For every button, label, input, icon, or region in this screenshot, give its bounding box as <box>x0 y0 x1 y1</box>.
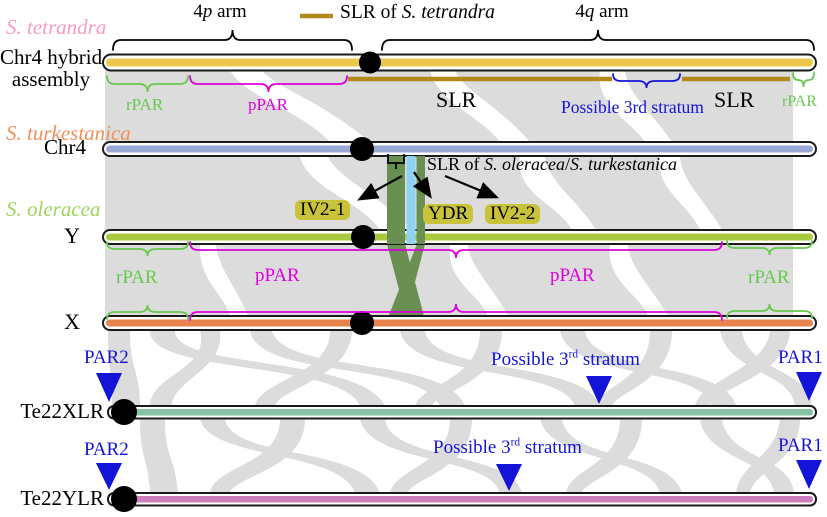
centromere-chr4-hybrid <box>359 51 381 74</box>
stratum-text-suffix: stratum <box>578 349 640 370</box>
inversion-label-iv2-2: IV2-2 <box>485 204 541 224</box>
arm-4q-letter: q <box>584 1 595 22</box>
region-label-3rd-stratum-row1: Possible 3rd stratum <box>561 97 704 117</box>
ribbons-te22xlr-to-te22ylr <box>140 419 800 493</box>
marker-par2-te22ylr <box>96 463 122 490</box>
inversion-label-ydr: YDR <box>423 204 474 224</box>
arrow-to-iv2-1 <box>357 175 403 201</box>
centromere-te22xlr <box>111 399 137 425</box>
chromosome-label-te22ylr: Te22YLR <box>20 486 104 510</box>
stratum-text-base: Possible 3 <box>491 349 569 370</box>
chr4-hybrid-line1: Chr4 hybrid <box>0 45 103 69</box>
region-label-par2-te22ylr: PAR2 <box>84 439 129 460</box>
centromere-y <box>351 225 375 249</box>
marker-par1-te22xlr <box>796 372 822 401</box>
stratum-text-suffix: stratum <box>520 437 582 458</box>
chromosome-label-chr4-hybrid: Chr4 hybrid assembly <box>0 46 102 90</box>
inversion-ribbons <box>387 244 425 320</box>
alignment-gaps <box>199 71 722 316</box>
inversion-label-iv2-1: IV2-1 <box>295 200 351 220</box>
arm-label-4p: 4p arm <box>178 2 262 22</box>
brace-ppar-below-y <box>189 241 723 259</box>
slr-annotation-species2: S. turkestanica <box>570 154 677 174</box>
region-label-3rd-stratum-te22ylr: Possible 3rd stratum <box>433 436 582 458</box>
chromosome-label-te22xlr: Te22XLR <box>20 399 104 423</box>
region-label-rpar-mid-left: rPAR <box>116 267 158 288</box>
brace-3rd-stratum-row1 <box>612 73 681 89</box>
legend-text: SLR of <box>340 2 402 23</box>
region-label-ppar-mid-right: pPAR <box>550 265 595 286</box>
brace-ppar-row1 <box>189 75 348 93</box>
region-label-par1-te22xlr: PAR1 <box>778 347 823 368</box>
marker-3rd-stratum-te22xlr <box>586 376 612 404</box>
region-label-rpar-row1: rPAR <box>126 95 164 114</box>
slr-tetrandra-lines <box>300 13 790 82</box>
brace-ppar-above-x <box>189 303 723 321</box>
marker-par1-te22ylr <box>796 460 822 489</box>
arm-4q-number: 4 <box>575 1 585 22</box>
region-label-ppar-row1: pPAR <box>248 95 289 114</box>
species-label-tetrandra: S. tetrandra <box>6 15 107 39</box>
annotation-arrows <box>357 171 500 201</box>
brace-rpar-below-y <box>106 241 189 257</box>
brace-rpar-above-x <box>106 304 189 320</box>
chromosome-label-chr4: Chr4 <box>44 135 86 159</box>
brace-4q-arm <box>381 29 815 51</box>
chromosome-label-x: X <box>64 309 80 334</box>
region-label-rpar-row1-right: rPAR <box>782 93 817 110</box>
region-label-slr-left: SLR <box>436 87 477 112</box>
arm-4p-number: 4 <box>193 1 203 22</box>
marker-3rd-stratum-te22ylr <box>496 464 522 491</box>
legend-species-text: S. tetrandra <box>401 2 495 23</box>
brace-rpar-row1-right <box>792 72 815 88</box>
region-label-rpar-mid-right: rPAR <box>748 267 790 288</box>
arm-label-4q: 4q arm <box>556 2 648 22</box>
position-markers <box>96 372 822 491</box>
marker-par2-te22xlr <box>96 373 122 402</box>
centromere-te22ylr <box>111 486 137 512</box>
brace-rpar-row1 <box>106 75 189 93</box>
stratum-text-sup: rd <box>568 348 579 361</box>
slr-annotation-species1: S. oleracea <box>484 154 565 174</box>
arrow-to-ydr <box>412 171 432 199</box>
slr-oleracea-turkestanica-label: SLR of S. oleracea/S. turkestanica <box>427 155 677 174</box>
arrow-to-iv2-2 <box>444 174 500 199</box>
stratum-text-base: Possible 3 <box>433 437 511 458</box>
arm-4q-word: arm <box>594 1 629 22</box>
species-label-oleracea: S. oleracea <box>6 197 101 221</box>
brace-rpar-above-x-right <box>726 303 813 319</box>
chromosome-label-y: Y <box>64 223 80 248</box>
region-label-par2-te22xlr: PAR2 <box>84 347 129 368</box>
region-label-slr-right: SLR <box>714 87 755 112</box>
chromosome-bar-fills <box>106 58 813 503</box>
chr4-hybrid-line2: assembly <box>11 67 91 92</box>
centromere-x <box>350 311 374 335</box>
region-label-3rd-stratum-te22xlr: Possible 3rd stratum <box>491 348 640 370</box>
legend-slr-tetrandra: SLR of S. tetrandra <box>340 2 495 23</box>
brace-rpar-below-y-right <box>726 240 813 256</box>
slr-annotation-prefix: SLR of <box>427 154 485 174</box>
centromeres <box>111 51 381 512</box>
slr-annotation-separator: / <box>565 154 571 174</box>
arm-4p-word: arm <box>212 1 247 22</box>
arm-4p-letter: p <box>202 1 213 22</box>
region-label-ppar-mid-left: pPAR <box>255 265 300 286</box>
species-label-turkestanica: S. turkestanica <box>6 121 131 145</box>
brace-4p-arm <box>112 29 353 51</box>
centromere-chr4-turkestanica <box>350 137 374 161</box>
stratum-text-sup: rd <box>510 436 521 449</box>
region-label-par1-te22ylr: PAR1 <box>778 435 823 456</box>
ribbons-x-to-te22xlr <box>108 331 812 406</box>
slr-region-bracket <box>387 154 405 169</box>
